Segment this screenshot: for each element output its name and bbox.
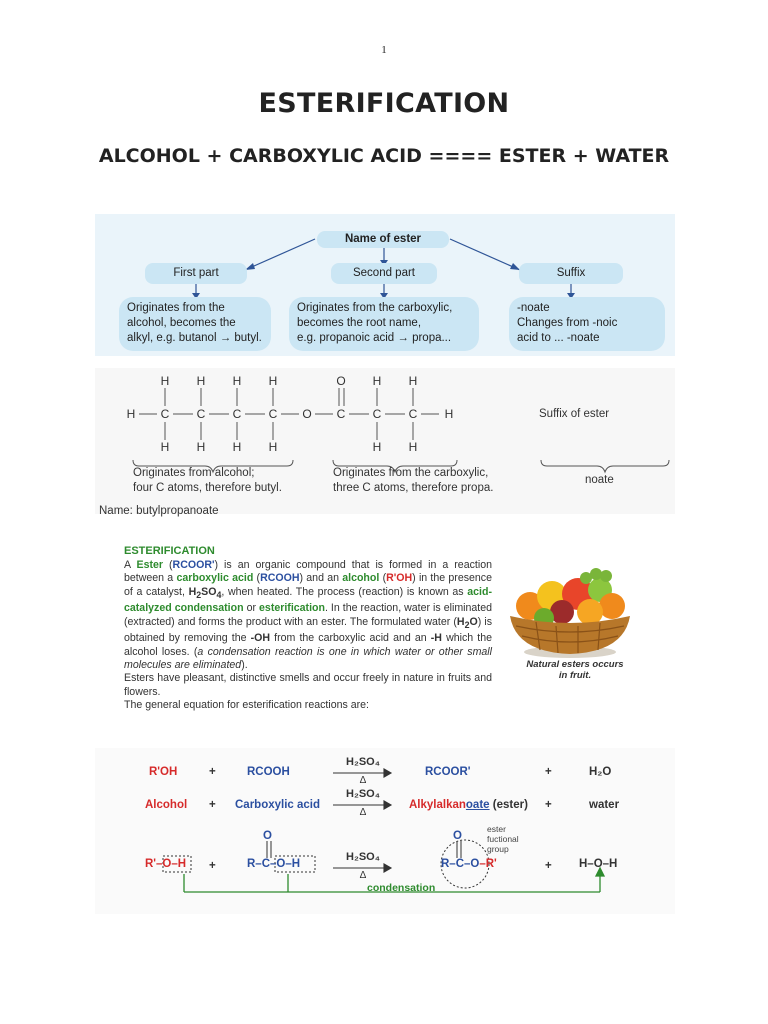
water-word: water [589,799,620,811]
atom-c: C [196,407,206,421]
ester-naming-diagram: Name of ester First part Second part Suf… [95,214,675,356]
catalyst-label: H₂SO₄ [346,756,380,768]
plus-sign: + [209,766,216,778]
carboxylic-acid-word: Carboxylic acid [235,799,321,811]
water-formula: H₂O [589,766,612,778]
word-equation-title: ALCOHOL + CARBOXYLIC ACID ==== ESTER + W… [98,145,670,167]
plus-sign: + [545,860,552,872]
esterification-heading: ESTERIFICATION [124,545,215,557]
plus-sign: + [545,799,552,811]
alcohol-structure: R'–O–H [145,858,187,870]
butylpropanoate-structure: H H H H H C C C C O C O H H C C H H H H … [95,368,675,514]
ester-word: Alkylalkanoate (ester) [409,799,528,811]
atom-c: C [268,407,278,421]
ester-formula: RCOOR' [425,766,471,778]
atom-h: H [444,407,454,421]
atom-h: H [160,374,170,388]
atom-h: H [268,440,278,454]
suffix-label: Suffix [519,263,623,284]
catalyst-label: H₂SO₄ [346,788,380,800]
ester-structure: R–C–O–R' [441,858,497,870]
atom-h: H [372,440,382,454]
atom-h: H [126,407,136,421]
equation-arrows [162,768,606,893]
page-title: ESTERIFICATION [258,88,510,119]
water-structure: H–O–H [579,858,618,870]
esterification-equations: R'OH + RCOOH H₂SO₄ Δ RCOOR' + H₂O Alcoho… [95,748,675,914]
atom-h: H [232,374,242,388]
atom-h: H [160,440,170,454]
first-part-label: First part [145,263,247,284]
page-number: 1 [381,44,387,56]
acid-structure: R–C–O–H [247,858,301,870]
atom-c: C [372,407,382,421]
atom-o: O [336,374,346,388]
catalyst-label: H₂SO₄ [346,851,380,863]
atom-c: C [408,407,418,421]
atom-c: C [160,407,170,421]
atom-h: H [408,440,418,454]
acid-carbonyl-oxygen: O [263,830,272,842]
plus-sign: + [209,860,216,872]
alcohol-formula: R'OH [149,766,178,778]
heat-symbol: Δ [359,775,367,786]
atom-h: H [196,440,206,454]
fruit-basket-image [510,568,630,658]
second-part-label: Second part [331,263,437,284]
name-of-ester-label: Name of ester [317,231,449,248]
atom-c: C [232,407,242,421]
naming-connectors [192,238,575,299]
noate-caption: noate [585,474,614,486]
atom-h: H [372,374,382,388]
atom-o: O [302,407,312,421]
plus-sign: + [545,766,552,778]
ester-name: Name: butylpropanoate [99,505,219,517]
general-equation-intro: The general equation for esterification … [124,699,369,712]
second-part-description: Originates from the carboxylic,becomes t… [289,297,479,351]
plus-sign: + [209,799,216,811]
esterification-paragraph: A Ester (RCOOR') is an organic compound … [124,559,493,712]
alcohol-origin-caption: Originates from alcohol;four C atoms, th… [133,467,282,494]
acid-origin-caption: Originates from the carboxylic,three C a… [333,467,494,494]
suffix-of-ester-label: Suffix of ester [539,408,610,420]
atom-c: C [336,407,346,421]
atom-h: H [196,374,206,388]
ester-carbonyl-oxygen: O [453,830,462,842]
heat-symbol: Δ [359,870,367,881]
structural-bonds [132,388,670,474]
atom-h: H [268,374,278,388]
condensation-label: condensation [367,882,436,894]
atom-h: H [408,374,418,388]
heat-symbol: Δ [359,807,367,818]
carboxylic-acid-formula: RCOOH [247,766,290,778]
alcohol-word: Alcohol [145,799,188,811]
atom-h: H [232,440,242,454]
